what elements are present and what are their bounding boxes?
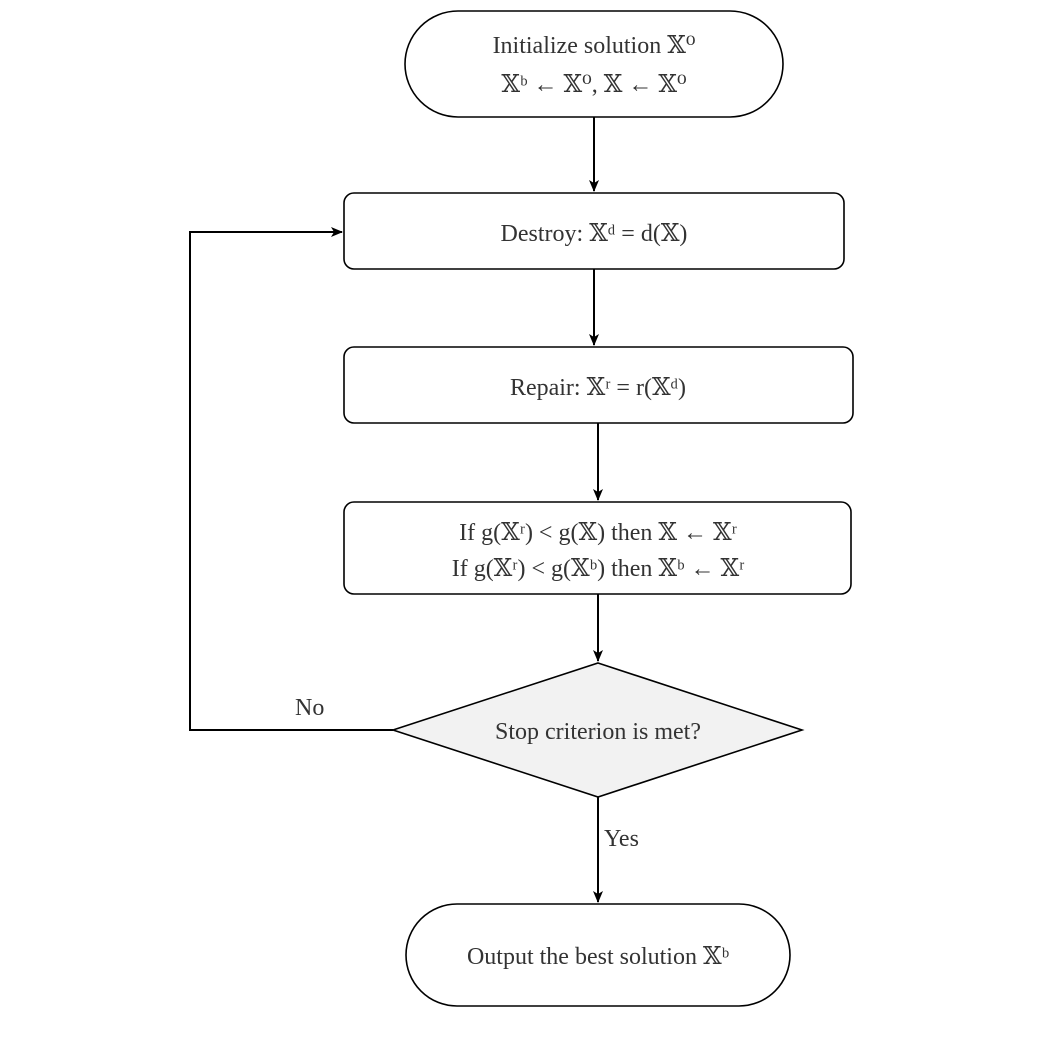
node-decision: Stop criterion is met? [390, 662, 805, 798]
edge-no-loop-back [189, 227, 393, 731]
initialize-line-1: Initialize solution 𝕏⁰ [493, 33, 696, 59]
initialize-line-2: 𝕏ᵇ ← 𝕏⁰, 𝕏 ← 𝕏⁰ [501, 72, 686, 98]
edge-label-no: No [295, 695, 324, 721]
initialize-line-2-text: 𝕏ᵇ ← 𝕏⁰, 𝕏 ← 𝕏⁰ [501, 72, 686, 98]
initialize-line-1-text: Initialize solution 𝕏⁰ [493, 33, 696, 59]
destroy-label: Destroy: 𝕏ᵈ = d(𝕏) [501, 221, 688, 247]
decision-label: Stop criterion is met? [495, 719, 701, 745]
terminator-end-shape [405, 903, 791, 1007]
node-output: Output the best solution 𝕏ᵇ [405, 903, 791, 1007]
repair-label: Repair: 𝕏ʳ = r(𝕏ᵈ) [510, 375, 686, 401]
update-line-1: If g(𝕏ʳ) < g(𝕏) then 𝕏 ← 𝕏ʳ [459, 520, 737, 546]
output-label: Output the best solution 𝕏ᵇ [467, 944, 730, 970]
node-destroy: Destroy: 𝕏ᵈ = d(𝕏) [343, 192, 845, 270]
node-initialize: Initialize solution 𝕏⁰ 𝕏ᵇ ← 𝕏⁰, 𝕏 ← 𝕏⁰ [404, 10, 784, 118]
node-update: If g(𝕏ʳ) < g(𝕏) then 𝕏 ← 𝕏ʳ If g(𝕏ʳ) < g… [343, 501, 852, 595]
node-repair: Repair: 𝕏ʳ = r(𝕏ᵈ) [343, 346, 854, 424]
edge-label-yes: Yes [604, 826, 639, 852]
terminator-start-shape [404, 10, 784, 118]
update-line-2: If g(𝕏ʳ) < g(𝕏ᵇ) then 𝕏ᵇ ← 𝕏ʳ [452, 556, 745, 582]
